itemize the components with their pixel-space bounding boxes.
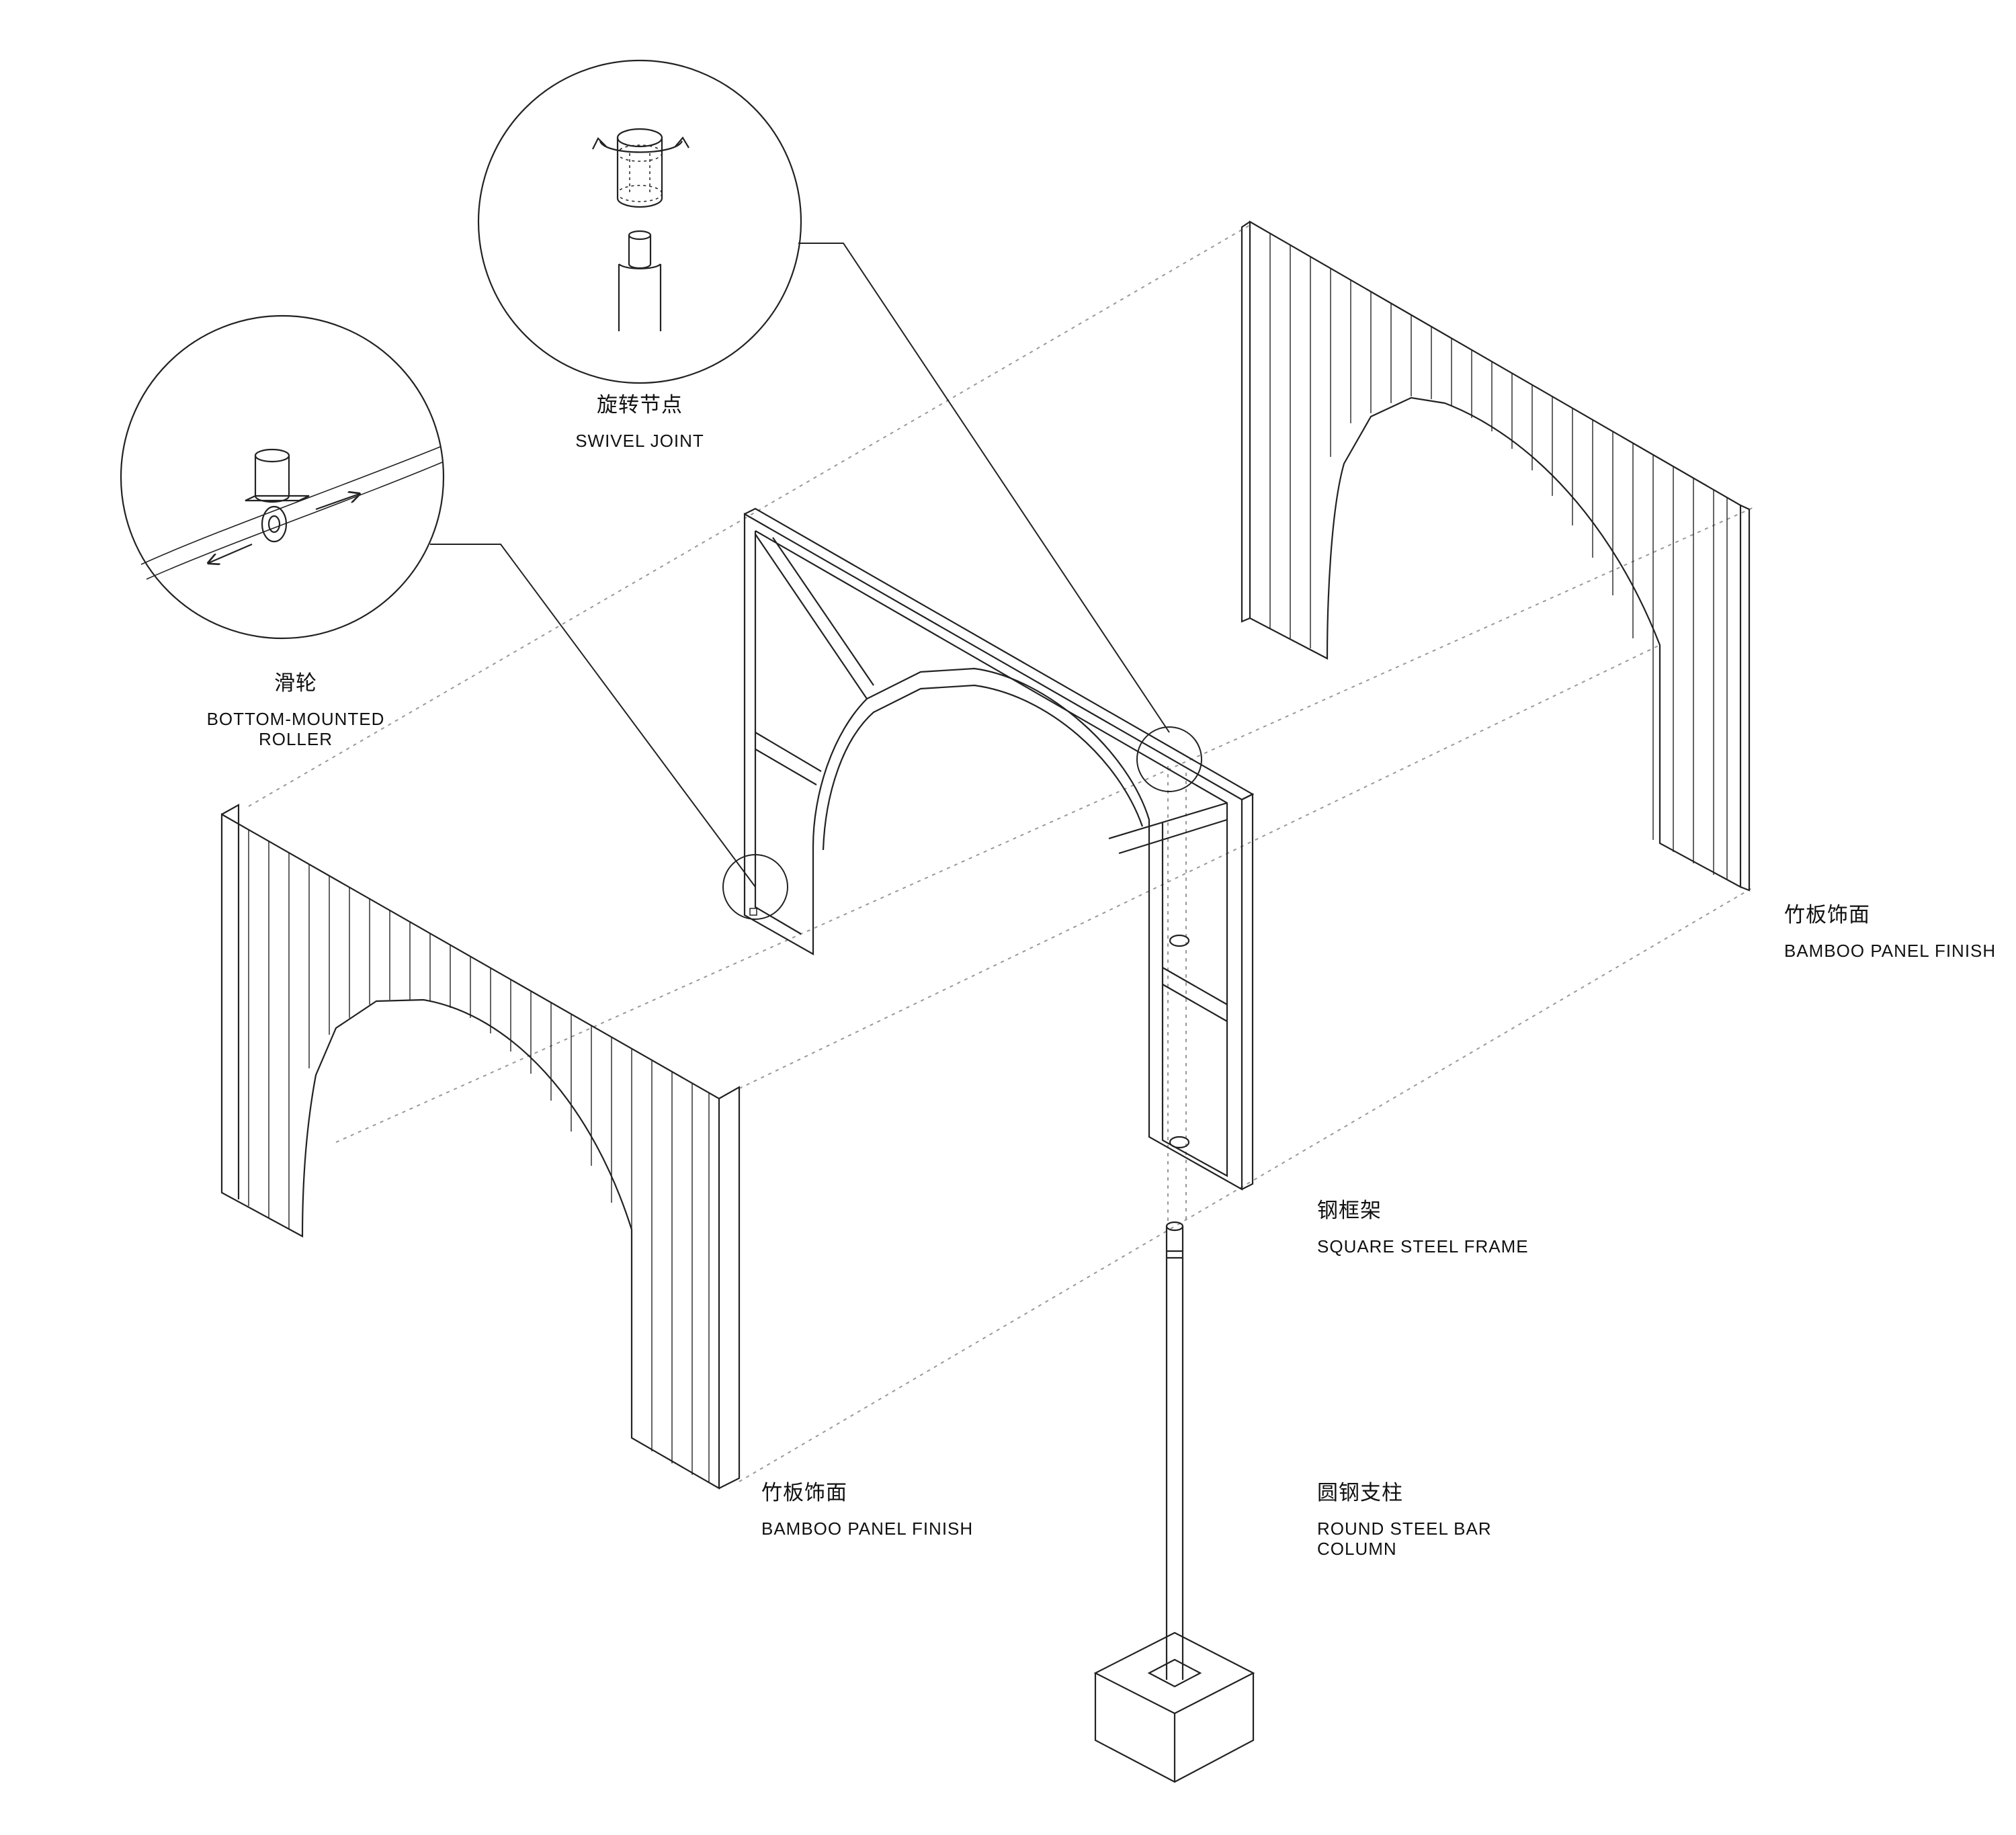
swivel-joint-detail — [477, 59, 802, 384]
bamboo-front-en: BAMBOO PANEL FINISH — [761, 1518, 974, 1539]
label-steel-column: 圆钢支柱 ROUND STEEL BAR COLUMN — [1317, 1481, 1539, 1559]
steel-frame-en: SQUARE STEEL FRAME — [1317, 1236, 1529, 1256]
swivel-marker-circle — [1136, 726, 1202, 792]
bamboo-back-cn: 竹板饰面 — [1784, 903, 1870, 927]
swivel-joint-cn: 旋转节点 — [597, 393, 683, 417]
square-steel-frame — [743, 507, 1255, 1191]
bamboo-panel-front — [220, 804, 741, 1490]
steel-column-en-line2: COLUMN — [1317, 1538, 1397, 1559]
steel-column-en-line1: ROUND STEEL BAR — [1317, 1518, 1492, 1539]
label-swivel-joint: 旋转节点 SWIVEL JOINT — [559, 393, 720, 452]
bamboo-panel-back — [1241, 220, 1751, 892]
label-roller: 滑轮 BOTTOM-MOUNTED ROLLER — [195, 671, 396, 749]
swivel-joint-en: SWIVEL JOINT — [575, 430, 704, 451]
steel-column-cn: 圆钢支柱 — [1317, 1481, 1403, 1505]
steel-frame-cn: 钢框架 — [1317, 1199, 1382, 1223]
roller-en-line2: ROLLER — [258, 728, 333, 749]
roller-cn: 滑轮 — [274, 671, 317, 695]
roller-en-line1: BOTTOM-MOUNTED — [206, 708, 385, 729]
label-bamboo-back: 竹板饰面 BAMBOO PANEL FINISH — [1784, 903, 2006, 962]
roller-detail — [120, 314, 445, 640]
roller-marker-circle — [722, 854, 788, 920]
round-steel-column — [1093, 1221, 1255, 1783]
label-bamboo-front: 竹板饰面 BAMBOO PANEL FINISH — [761, 1481, 983, 1539]
projection-lines — [248, 224, 1755, 1482]
leader-lines — [430, 243, 1170, 888]
bamboo-front-cn: 竹板饰面 — [761, 1481, 847, 1505]
roller-marker-detail — [749, 908, 757, 916]
bamboo-back-en: BAMBOO PANEL FINISH — [1784, 940, 1997, 961]
label-steel-frame: 钢框架 SQUARE STEEL FRAME — [1317, 1199, 1539, 1257]
